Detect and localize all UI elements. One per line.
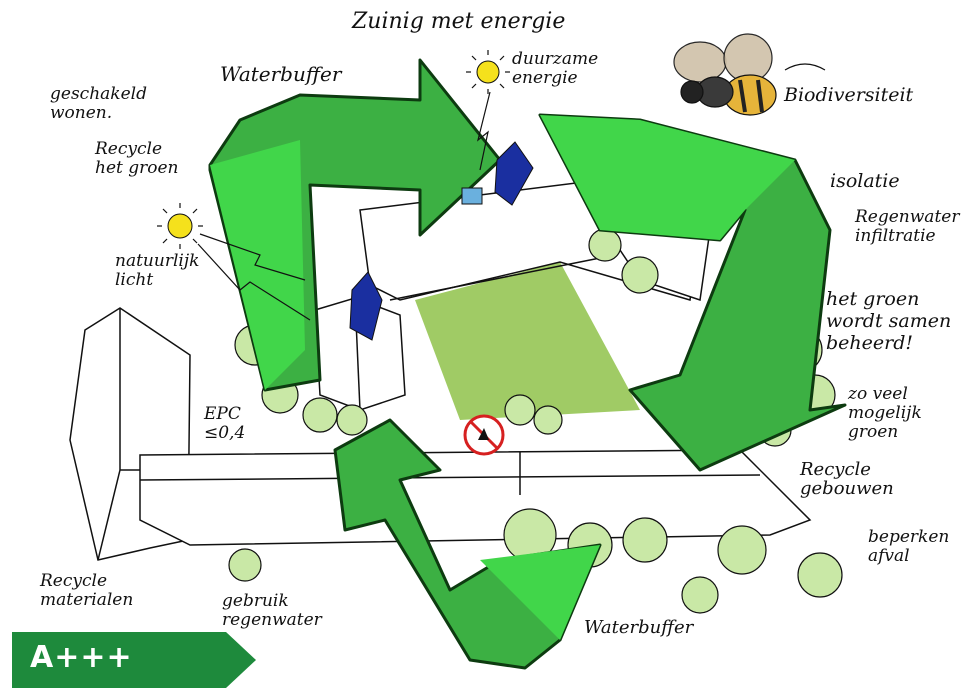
tree-icon <box>621 256 659 294</box>
courtyard <box>415 262 640 420</box>
label-recycle-materialen: Recycle materialen <box>40 571 134 610</box>
sun-icon <box>476 60 500 84</box>
label-gebruik-regenwater: gebruik regenwater <box>222 591 322 630</box>
tree-icon <box>302 397 338 433</box>
tree-icon <box>336 404 368 436</box>
tree-icon <box>504 394 536 426</box>
sun-top <box>466 50 510 171</box>
tree-icon <box>622 517 668 563</box>
solar-panel-icon <box>494 141 534 206</box>
label-duurzame-energie: duurzame energie <box>512 49 599 88</box>
tree-icon <box>717 525 767 575</box>
label-groen-samen-beheerd: het groen wordt samen beheerd! <box>826 288 952 354</box>
label-beperken-afval: beperken afval <box>868 527 950 566</box>
sun-left <box>157 203 311 321</box>
tree-icon <box>797 552 843 598</box>
tree-icon <box>588 228 622 262</box>
no-littering-icon <box>463 414 505 456</box>
label-recycle-gebouwen: Recycle gebouwen <box>800 459 894 499</box>
label-regenwater-infiltratie: Regenwater infiltratie <box>855 207 960 246</box>
label-geschakeld-wonen: geschakeld wonen. <box>50 84 147 123</box>
label-natuurlijk-licht: natuurlijk licht <box>115 251 200 290</box>
label-zo-veel-groen: zo veel mogelijk groen <box>848 384 922 442</box>
label-biodiversiteit: Biodiversiteit <box>784 84 914 106</box>
energy-rating-badge <box>12 632 256 688</box>
label-recycle-het-groen: Recycle het groen <box>95 139 179 178</box>
bee-icon <box>673 33 826 116</box>
label-waterbuffer-top: Waterbuffer <box>220 62 342 86</box>
sun-icon <box>167 213 193 239</box>
page-title: Zuinig met energie <box>352 9 566 34</box>
tree-icon <box>228 548 262 582</box>
label-waterbuffer-bottom: Waterbuffer <box>584 617 694 638</box>
recycle-arrows <box>208 58 847 670</box>
solar-panels <box>349 141 534 341</box>
tree-icon <box>681 576 719 614</box>
tree-icon <box>533 405 563 435</box>
solar-panel-icon <box>349 271 383 341</box>
label-isolatie: isolatie <box>830 170 900 192</box>
energy-rating-label: A+++ <box>30 640 133 675</box>
label-epc: EPC ≤0,4 <box>204 404 246 443</box>
